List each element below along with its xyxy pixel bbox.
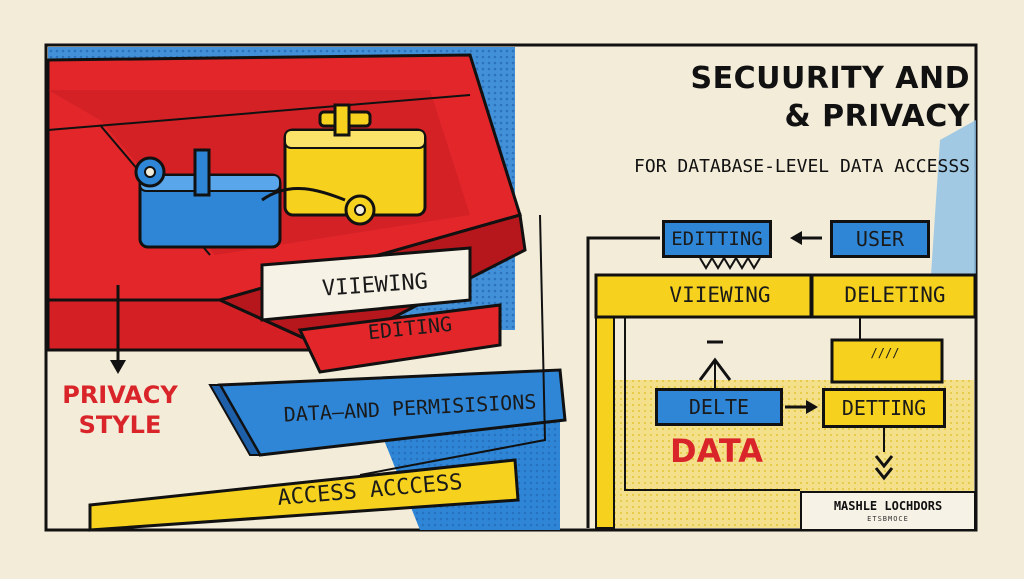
data-label: DATA <box>670 432 763 470</box>
layer-viewing <box>260 246 472 322</box>
page-title: SECUURITY AND & PRIVACY <box>690 61 970 134</box>
footer-badge-subtitle: ETSBMOCE <box>867 515 909 523</box>
arrow-right-icon <box>785 400 818 414</box>
padlock-icon <box>138 148 282 249</box>
deleting-bar-label: DELETING <box>844 283 946 307</box>
viewing-bar-label: VIIEWING <box>669 283 771 307</box>
double-chevron-down-icon <box>874 455 894 481</box>
icon-box <box>830 338 944 384</box>
footer-badge-title: MASHLE LOCHDORS <box>833 499 943 513</box>
layer-editing <box>297 303 502 374</box>
blue-accent-right <box>930 120 976 290</box>
detting-box: DETTING <box>822 388 946 428</box>
footer-badge: MASHLE LOCHDORS ETSBMOCE <box>800 491 976 531</box>
arrow-left-icon <box>790 231 822 245</box>
privacy-style-label: PRIVACY STYLE <box>62 381 178 439</box>
detting-box-label: DETTING <box>841 396 927 420</box>
delete-box: DELTE <box>655 388 783 426</box>
user-box-label: USER <box>855 227 905 251</box>
icon-box-glyph: //// <box>870 346 900 360</box>
gear-icon <box>344 194 376 226</box>
editing-box-label: EDITTING <box>671 227 763 250</box>
connector-line <box>586 236 660 528</box>
gear-icon <box>134 156 166 188</box>
padlock-icon <box>283 103 427 217</box>
delete-box-label: DELTE <box>688 395 750 419</box>
bar-deleting <box>810 273 977 319</box>
user-box: USER <box>830 220 930 258</box>
connector-line <box>359 214 547 476</box>
layer-access <box>88 458 520 532</box>
page-subtitle: FOR DATABASE-LEVEL DATA ACCESSS <box>634 156 970 177</box>
editing-box: EDITTING <box>662 220 772 258</box>
